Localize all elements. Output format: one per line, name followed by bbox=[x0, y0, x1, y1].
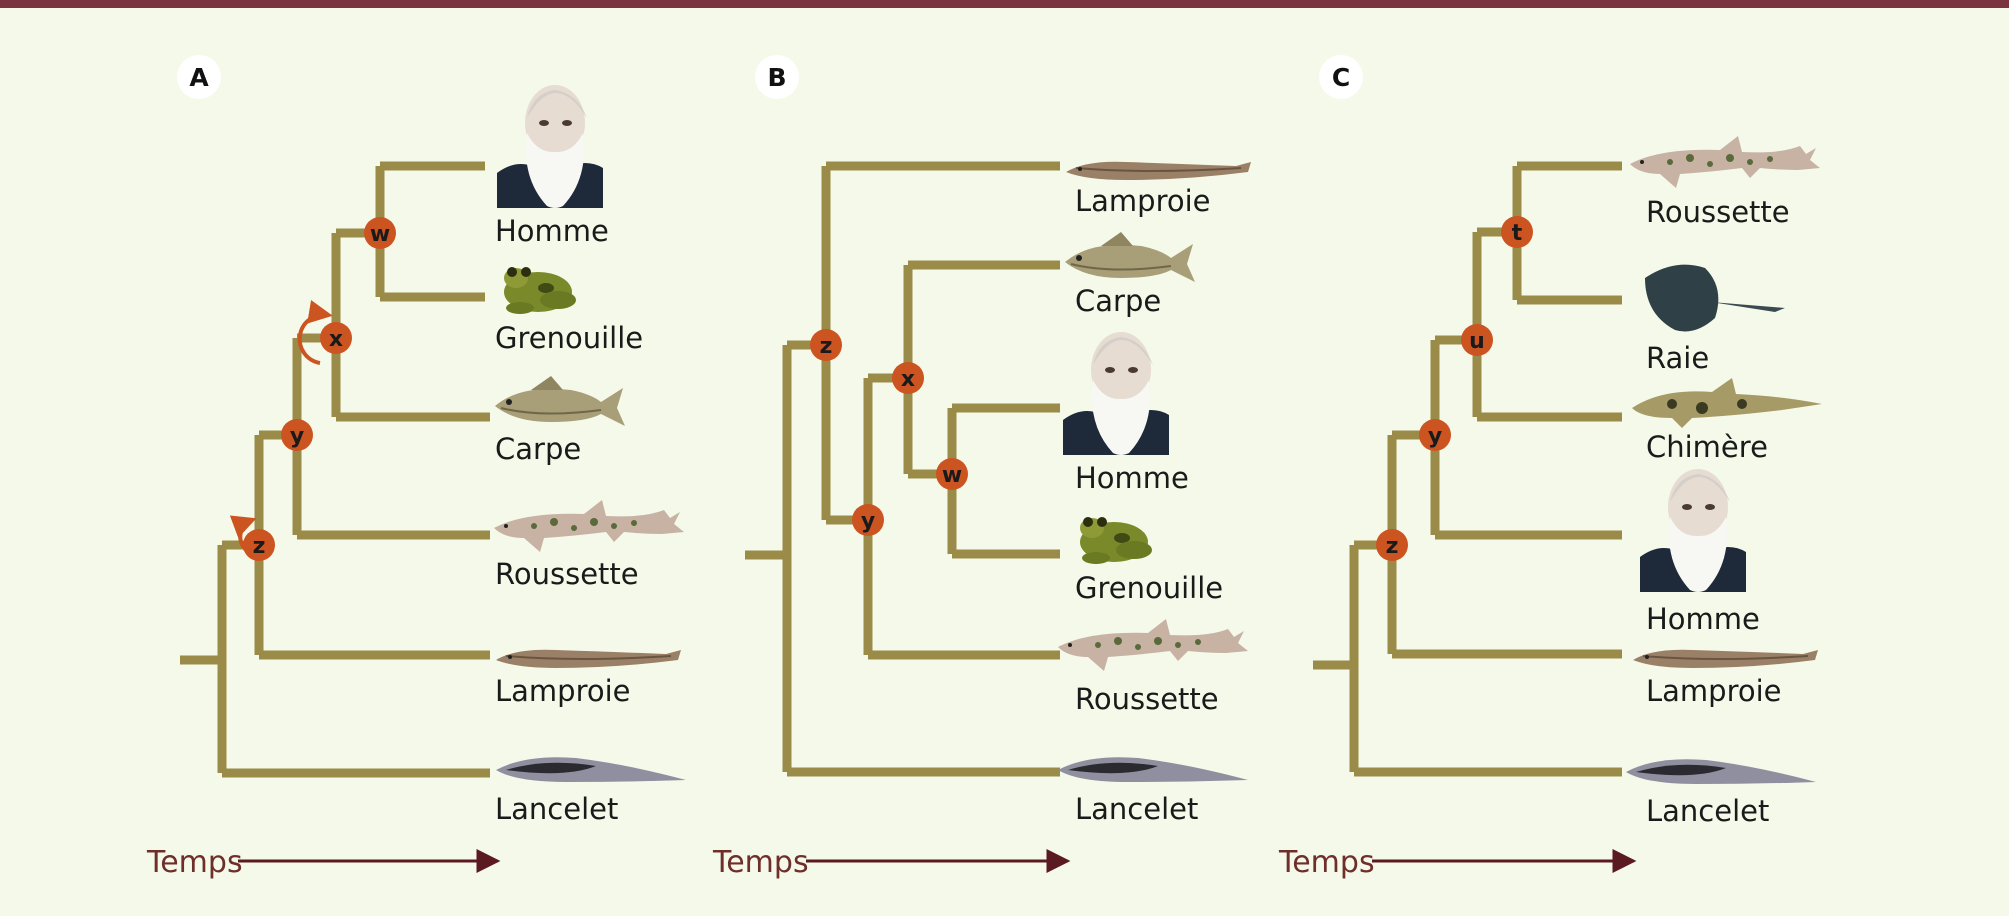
node-u: u bbox=[1461, 324, 1493, 356]
frog-image bbox=[1080, 517, 1152, 564]
tree-branches bbox=[1313, 161, 1622, 777]
panel-letter-badge bbox=[1319, 55, 1363, 99]
panel-letter: A bbox=[189, 63, 209, 92]
panel-letter-badge bbox=[177, 55, 221, 99]
svg-text:z: z bbox=[1386, 534, 1399, 559]
svg-text:u: u bbox=[1469, 329, 1485, 354]
taxon-label: Carpe bbox=[1075, 284, 1161, 318]
taxon-label: Carpe bbox=[495, 432, 581, 466]
panel-letter: B bbox=[767, 63, 786, 92]
panel-letter: C bbox=[1332, 63, 1350, 92]
node-y: y bbox=[852, 504, 884, 536]
frog-image bbox=[504, 267, 576, 314]
shark-image bbox=[1058, 619, 1248, 671]
carp-image bbox=[1064, 231, 1196, 283]
taxon-label: Grenouille bbox=[495, 321, 643, 355]
panel-letter-badge bbox=[755, 55, 799, 99]
panel-b: B z x w y Lamproie C bbox=[712, 55, 1252, 880]
node-y: y bbox=[1419, 419, 1451, 451]
time-label: Temps bbox=[712, 845, 809, 880]
node-z: z bbox=[810, 329, 842, 361]
taxon-label: Homme bbox=[1075, 461, 1189, 495]
panel-a: A w x y z bbox=[146, 55, 686, 880]
svg-text:x: x bbox=[901, 367, 915, 392]
taxon-label: Chimère bbox=[1646, 430, 1768, 464]
shark-image bbox=[494, 500, 684, 552]
svg-text:y: y bbox=[1428, 424, 1442, 449]
human-image bbox=[1063, 325, 1169, 455]
taxon-label: Homme bbox=[1646, 602, 1760, 636]
taxon-label: Lamproie bbox=[1075, 184, 1211, 218]
taxon-label: Roussette bbox=[495, 557, 639, 591]
panel-c: C t u y z Roussette bbox=[1278, 55, 1822, 880]
lamprey-image bbox=[1632, 648, 1819, 669]
svg-text:y: y bbox=[290, 424, 304, 449]
tree-branches bbox=[745, 161, 1060, 777]
lamprey-image bbox=[1065, 160, 1252, 181]
svg-text:x: x bbox=[329, 327, 343, 352]
svg-text:y: y bbox=[861, 509, 875, 534]
taxon-label: Lancelet bbox=[1646, 794, 1769, 828]
top-bar bbox=[0, 0, 2009, 8]
node-z: z bbox=[1376, 529, 1408, 561]
time-label: Temps bbox=[1278, 845, 1375, 880]
lamprey-image bbox=[495, 648, 682, 669]
time-label: Temps bbox=[146, 845, 243, 880]
taxon-label: Roussette bbox=[1646, 195, 1790, 229]
ray-image bbox=[1645, 264, 1785, 332]
taxon-label: Grenouille bbox=[1075, 571, 1223, 605]
rotation-mark bbox=[297, 300, 333, 365]
node-z: z bbox=[243, 529, 275, 561]
taxon-label: Homme bbox=[495, 214, 609, 248]
node-y: y bbox=[281, 419, 313, 451]
node-t: t bbox=[1501, 216, 1533, 248]
taxon-label: Lancelet bbox=[1075, 792, 1198, 826]
lancelet-image bbox=[1058, 757, 1248, 782]
node-w: w bbox=[364, 217, 396, 249]
svg-text:t: t bbox=[1512, 221, 1523, 246]
taxon-label: Lamproie bbox=[1646, 674, 1782, 708]
taxon-label: Raie bbox=[1646, 341, 1709, 375]
taxon-label: Roussette bbox=[1075, 682, 1219, 716]
node-x: x bbox=[320, 322, 352, 354]
lancelet-image bbox=[496, 757, 686, 782]
node-x: x bbox=[892, 362, 924, 394]
human-image bbox=[1640, 462, 1746, 592]
svg-text:w: w bbox=[370, 222, 390, 247]
taxon-label: Lancelet bbox=[495, 792, 618, 826]
svg-text:z: z bbox=[820, 334, 833, 359]
svg-text:z: z bbox=[253, 534, 266, 559]
shark-image bbox=[1630, 136, 1820, 188]
node-w: w bbox=[936, 458, 968, 490]
svg-text:w: w bbox=[942, 463, 962, 488]
chimera-image bbox=[1632, 378, 1822, 428]
tree-branches bbox=[180, 161, 490, 778]
carp-image bbox=[494, 375, 626, 427]
lancelet-image bbox=[1626, 759, 1816, 784]
taxon-label: Lamproie bbox=[495, 674, 631, 708]
human-image bbox=[497, 78, 603, 208]
